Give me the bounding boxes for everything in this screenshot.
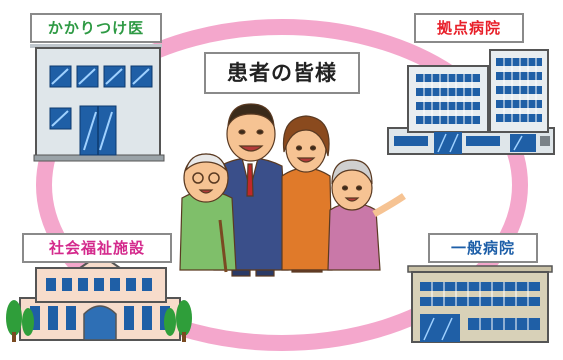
welfare-facility-label: 社会福祉施設 xyxy=(22,233,172,263)
general-hospital-building-icon xyxy=(407,265,553,343)
general-hospital-label: 一般病院 xyxy=(428,233,538,263)
woman-figure xyxy=(281,115,333,273)
elderly-man-figure xyxy=(179,153,237,273)
clinic-label: かかりつけ医 xyxy=(30,13,162,43)
core-hospital-label: 拠点病院 xyxy=(414,13,524,43)
elderly-woman-figure xyxy=(327,159,406,271)
patients-title: 患者の皆様 xyxy=(204,52,360,94)
clinic-building-icon xyxy=(30,44,165,162)
patients-group-illustration xyxy=(179,103,406,277)
core-hospital-building-icon xyxy=(387,49,555,155)
network-ring xyxy=(36,19,528,351)
welfare-facility-building-icon xyxy=(6,252,192,342)
